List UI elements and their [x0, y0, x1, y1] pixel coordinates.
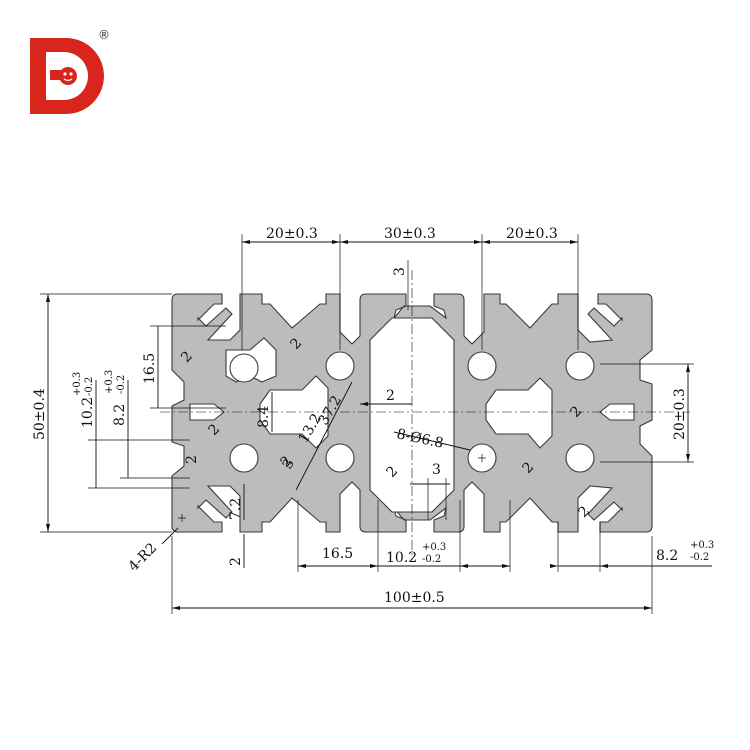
bottom-dimensions: 4-R2 7.2 2 16.5 10.2 +0.3 -0.2 8.2 +0.3 … [126, 484, 714, 614]
dim-overall-width: 100±0.5 [384, 590, 445, 606]
dim-bottom-right-width-tol-up: +0.3 [690, 540, 714, 551]
top-dimensions: 20±0.3 30±0.3 20±0.3 3 [241, 226, 579, 350]
dim-slot-left-b: 8.2 [112, 404, 128, 426]
dim-bottom-width-a: 16.5 [322, 546, 353, 562]
logo-icon [30, 38, 104, 114]
dim-slot-depth-top: 3 [392, 267, 408, 276]
dim-center-wall: 2 [386, 388, 395, 404]
dim-bottom-width-b-tol-down: -0.2 [422, 554, 441, 565]
dim-top-right: 20±0.3 [506, 226, 558, 242]
dim-slot-left-a: 10.2 [80, 397, 96, 428]
dim-bottom-wall: 2 [228, 557, 244, 566]
dim-slot-left-a-tol-down: -0.2 [84, 377, 95, 396]
dim-left-height: 16.5 [142, 353, 158, 384]
brand-logo: ® [28, 28, 118, 120]
dim-bottom-right-width: 8.2 [656, 548, 678, 564]
dim-right-height: 20±0.3 [672, 388, 688, 440]
dim-bottom-slot-height: 7.2 [228, 498, 244, 520]
dim-bottom-width-b-tol-up: +0.3 [422, 542, 446, 553]
dim-bottom-right-width-tol-down: -0.2 [690, 552, 709, 563]
dim-bottom-slot-small: 3 [432, 462, 441, 478]
dim-slot-left-a-tol-up: +0.3 [72, 372, 83, 396]
registered-mark: ® [98, 28, 110, 42]
dim-bottom-width-b: 10.2 [386, 550, 417, 566]
left-dimensions: 50±0.4 16.5 10.2 +0.3 -0.2 8.2 +0.3 -0.2… [32, 293, 273, 533]
dim-top-middle: 30±0.3 [384, 226, 436, 242]
dim-top-left: 20±0.3 [266, 226, 318, 242]
dim-slot-left-b-tol-up: +0.3 [104, 370, 115, 394]
dim-overall-height: 50±0.4 [32, 388, 48, 440]
dim-corner-radius: 4-R2 [126, 540, 161, 575]
dim-wall-left-2: 2 [184, 455, 200, 464]
dim-slot-left-b-tol-down: -0.2 [116, 375, 127, 394]
dim-core-height: 8.4 [256, 406, 272, 428]
